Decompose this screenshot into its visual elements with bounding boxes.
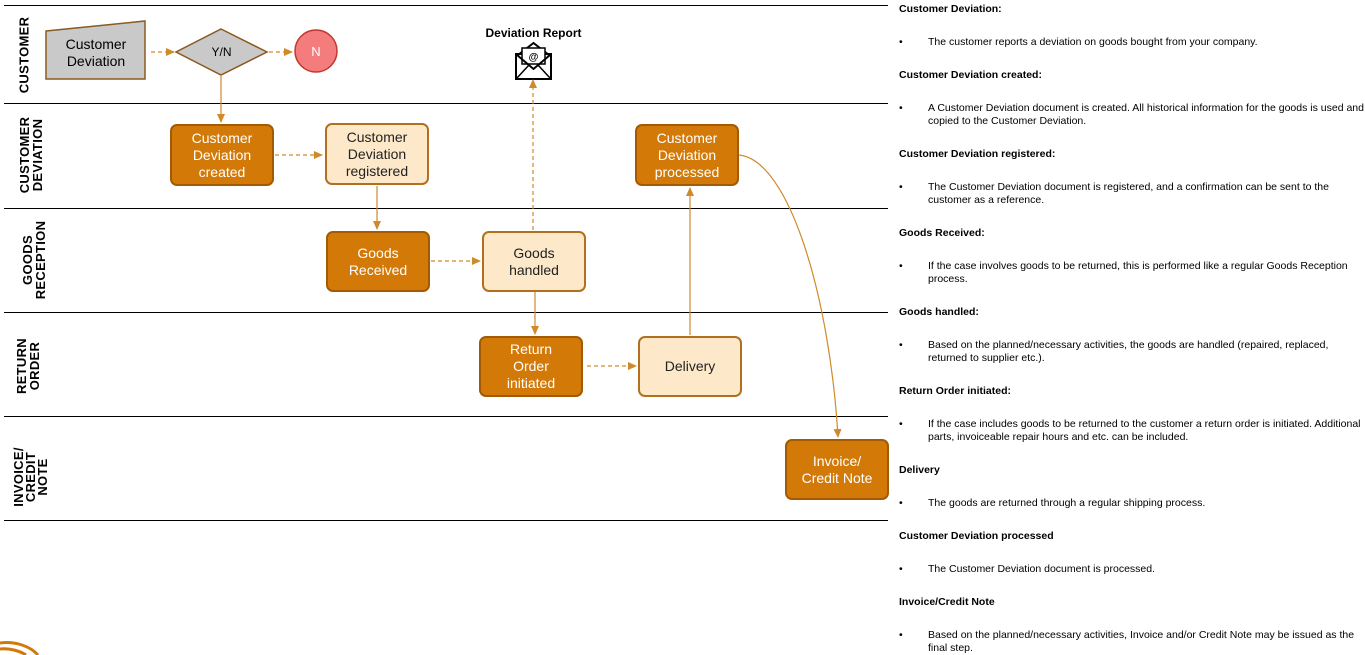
bullet: • bbox=[899, 629, 903, 641]
bullet: • bbox=[899, 497, 903, 509]
legend-heading: Customer Deviation processed bbox=[899, 530, 1054, 542]
bullet: • bbox=[899, 260, 903, 272]
node-goods-handled[interactable]: Goods handled bbox=[482, 231, 586, 292]
legend-heading: Invoice/Credit Note bbox=[899, 596, 995, 608]
legend-text: Based on the planned/necessary activitie… bbox=[928, 629, 1355, 654]
lane-label-return-order: RETURN ORDER bbox=[14, 338, 42, 394]
node-customer-deviation-registered[interactable]: Customer Deviation registered bbox=[325, 123, 429, 185]
legend-heading: Goods handled: bbox=[899, 306, 979, 318]
legend-heading: Delivery bbox=[899, 464, 940, 476]
node-return-order-initiated[interactable]: Return Order initiated bbox=[479, 336, 583, 397]
start-node-label: Customer Deviation bbox=[65, 36, 127, 69]
bullet: • bbox=[899, 181, 903, 193]
node-customer-deviation-processed[interactable]: Customer Deviation processed bbox=[635, 124, 739, 186]
node-delivery[interactable]: Delivery bbox=[638, 336, 742, 397]
lane-label-customer-deviation: CUSTOMER DEVIATION bbox=[17, 116, 45, 194]
legend-heading: Customer Deviation created: bbox=[899, 69, 1042, 81]
legend-text: If the case involves goods to be returne… bbox=[928, 260, 1348, 285]
end-node-label: N bbox=[311, 43, 321, 59]
legend-heading: Return Order initiated: bbox=[899, 385, 1012, 397]
decision-diamond[interactable] bbox=[174, 28, 269, 76]
legend-heading: Customer Deviation: bbox=[899, 3, 1002, 15]
node-customer-deviation-created[interactable]: Customer Deviation created bbox=[170, 124, 274, 186]
svg-text:@: @ bbox=[529, 52, 539, 63]
legend-text: The customer reports a deviation on good… bbox=[928, 36, 1258, 48]
end-circle[interactable] bbox=[294, 29, 338, 73]
lane-separators bbox=[4, 5, 888, 521]
deviation-report-label: Deviation Report bbox=[485, 25, 582, 40]
envelope-at-icon[interactable]: @ bbox=[515, 41, 552, 80]
lane-label-invoice-credit-note: INVOICE/ CREDIT NOTE bbox=[11, 447, 50, 507]
legend-text: Based on the planned/necessary activitie… bbox=[928, 339, 1329, 364]
lane-label-goods-reception: GOODS RECEPTION bbox=[20, 220, 48, 300]
bullet: • bbox=[899, 563, 903, 575]
node-goods-received[interactable]: Goods Received bbox=[326, 231, 430, 292]
bullet: • bbox=[899, 339, 903, 351]
legend-text: The Customer Deviation document is regis… bbox=[928, 181, 1329, 206]
logo-arc-icon bbox=[0, 641, 40, 655]
legend-text: The goods are returned through a regular… bbox=[928, 497, 1206, 509]
bullet: • bbox=[899, 102, 903, 114]
legend-heading: Goods Received: bbox=[899, 227, 985, 239]
node-invoice-credit-note[interactable]: Invoice/ Credit Note bbox=[785, 439, 889, 500]
decision-label: Y/N bbox=[211, 45, 232, 59]
arrow-processed-to-invoice bbox=[738, 154, 842, 438]
legend-text: A Customer Deviation document is created… bbox=[928, 102, 1364, 127]
bullet: • bbox=[899, 418, 903, 430]
start-node-shape[interactable] bbox=[45, 20, 146, 80]
legend-heading: Customer Deviation registered: bbox=[899, 148, 1056, 160]
lane-label-customer: CUSTOMER bbox=[16, 16, 32, 94]
legend-text: If the case includes goods to be returne… bbox=[928, 418, 1361, 443]
legend-text: The Customer Deviation document is proce… bbox=[928, 563, 1156, 575]
bullet: • bbox=[899, 36, 903, 48]
